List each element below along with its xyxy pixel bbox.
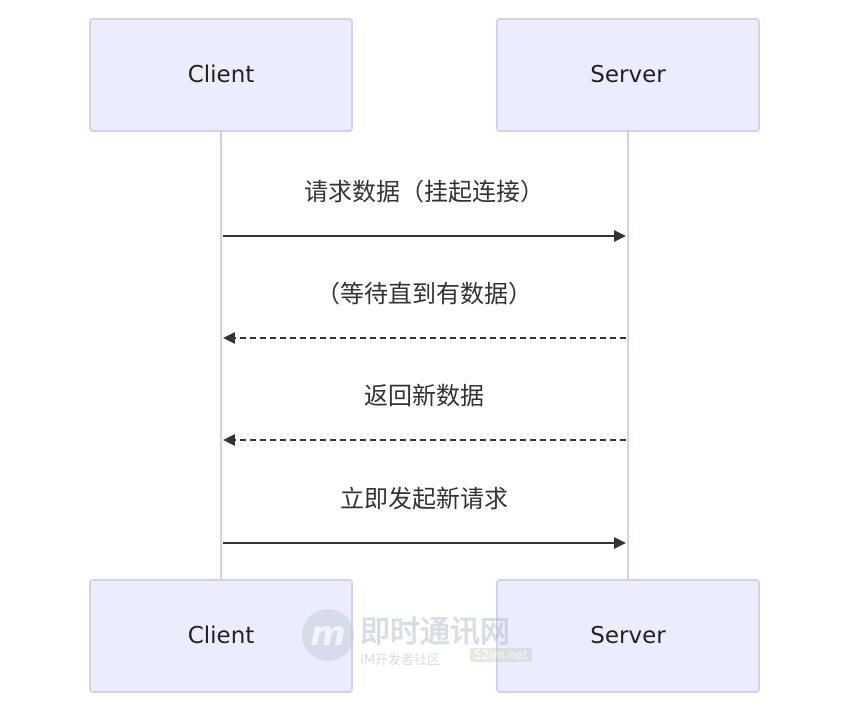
client-actor-label: Client: [187, 623, 255, 649]
message-label-1: 请求数据（挂起连接）: [304, 178, 544, 206]
server-actor-label: Server: [590, 623, 666, 649]
message-label-4: 立即发起新请求: [340, 485, 508, 513]
message-label-3: 返回新数据: [364, 382, 484, 410]
client-actor-label: Client: [187, 62, 255, 88]
server-actor-label: Server: [590, 62, 666, 88]
message-label-2: （等待直到有数据）: [316, 280, 532, 308]
client-actor-top: Client: [89, 18, 353, 132]
client-actor-bottom: Client: [89, 579, 353, 693]
server-actor-top: Server: [496, 18, 760, 132]
server-actor-bottom: Server: [496, 579, 760, 693]
